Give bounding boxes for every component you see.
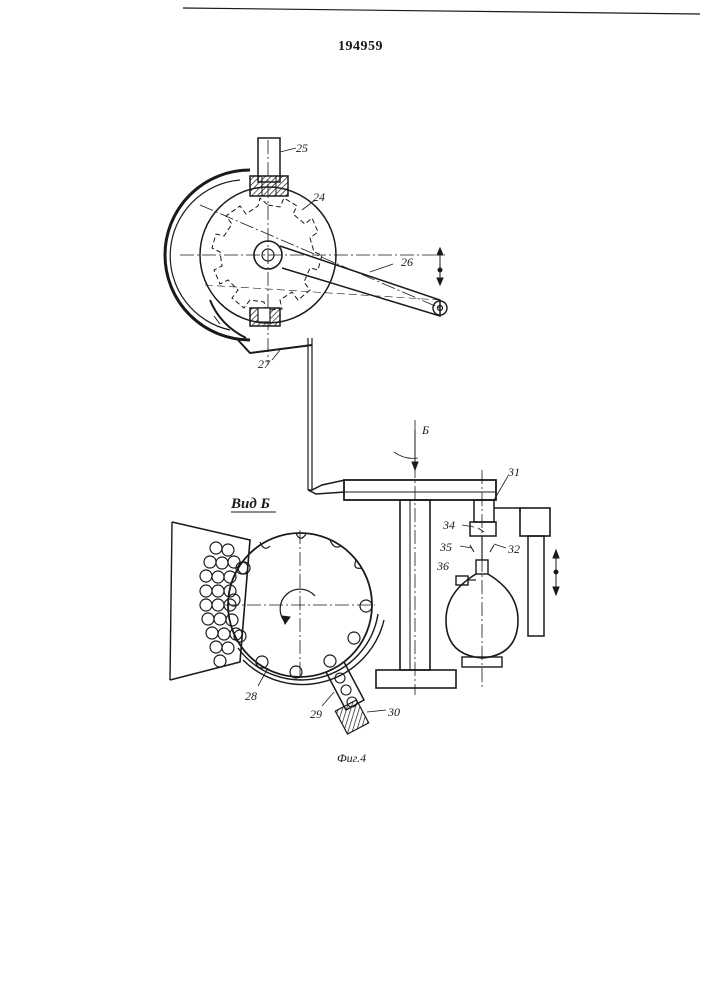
label-26: 26 xyxy=(401,255,413,269)
label-34: 34 xyxy=(442,518,455,532)
label-36: 36 xyxy=(436,559,449,573)
table-assembly xyxy=(344,420,559,695)
label-27: 27 xyxy=(258,357,271,371)
head-31 xyxy=(474,500,494,522)
label-25: 25 xyxy=(296,141,308,155)
label-35: 35 xyxy=(439,540,452,554)
label-28: 28 xyxy=(245,689,257,703)
table-top-plate xyxy=(344,480,496,500)
linkage-rod xyxy=(308,480,345,494)
label-24: 24 xyxy=(313,190,325,204)
view-b-rotor xyxy=(170,522,384,734)
top-border-line xyxy=(183,8,700,14)
label-32: 32 xyxy=(507,542,520,556)
label-arrow-b: Б xyxy=(421,423,429,437)
lever-26 xyxy=(280,246,440,316)
view-b-label: Вид Б xyxy=(230,496,271,512)
table-base xyxy=(376,670,456,688)
label-29: 29 xyxy=(310,707,322,721)
upper-drum-assembly xyxy=(165,138,447,490)
label-31: 31 xyxy=(507,465,520,479)
side-guide xyxy=(520,508,550,536)
label-30: 30 xyxy=(387,705,400,719)
figure-caption: Фиг.4 xyxy=(337,751,366,765)
guide-ring-28 xyxy=(238,614,378,680)
bracket-27 xyxy=(238,340,312,353)
